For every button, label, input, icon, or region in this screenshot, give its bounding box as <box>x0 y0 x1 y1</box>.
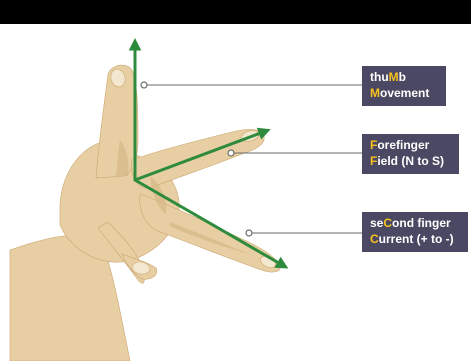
highlighted-letter: F <box>370 154 378 168</box>
second-finger-current-arrow <box>133 178 289 269</box>
second-leader-dot <box>245 229 253 237</box>
thumb-leader-dot <box>140 81 148 89</box>
thumb-nail <box>110 68 126 88</box>
label-text: ield (N to S) <box>377 154 445 168</box>
forefinger-label-line-1: Forefinger <box>370 137 452 153</box>
label-text: urrent (+ to -) <box>378 232 454 246</box>
thumb-label-line-1: thuMb <box>370 69 439 85</box>
forefinger-field-arrow <box>133 127 271 182</box>
label-text: ovement <box>380 86 430 100</box>
highlighted-letter: F <box>370 138 378 152</box>
top-bar <box>0 0 471 24</box>
shadow-finger-crease <box>170 222 250 254</box>
highlighted-letter: M <box>370 86 380 100</box>
forefinger-label: Forefinger Field (N to S) <box>362 134 459 174</box>
curled-nail <box>131 261 151 275</box>
thumb-label-line-2: Movement <box>370 85 439 101</box>
forefinger-leader-dot <box>227 149 235 157</box>
label-text: orefinger <box>377 138 430 152</box>
second-finger-label: seCond finger Current (+ to -) <box>362 212 468 252</box>
highlighted-letter: C <box>370 232 379 246</box>
thumb-label: thuMb Movement <box>362 66 446 106</box>
label-text: ond finger <box>392 216 451 230</box>
highlighted-letter: C <box>383 216 393 230</box>
thumb <box>95 64 139 179</box>
label-text: se <box>370 216 384 230</box>
highlighted-letter: M <box>388 70 399 84</box>
second-finger-label-line-2: Current (+ to -) <box>370 231 461 247</box>
shadow-thumb <box>116 140 129 176</box>
label-text: thu <box>370 70 389 84</box>
label-text: b <box>398 70 406 84</box>
second-finger-label-line-1: seCond finger <box>370 215 461 231</box>
forefinger-label-line-2: Field (N to S) <box>370 153 452 169</box>
